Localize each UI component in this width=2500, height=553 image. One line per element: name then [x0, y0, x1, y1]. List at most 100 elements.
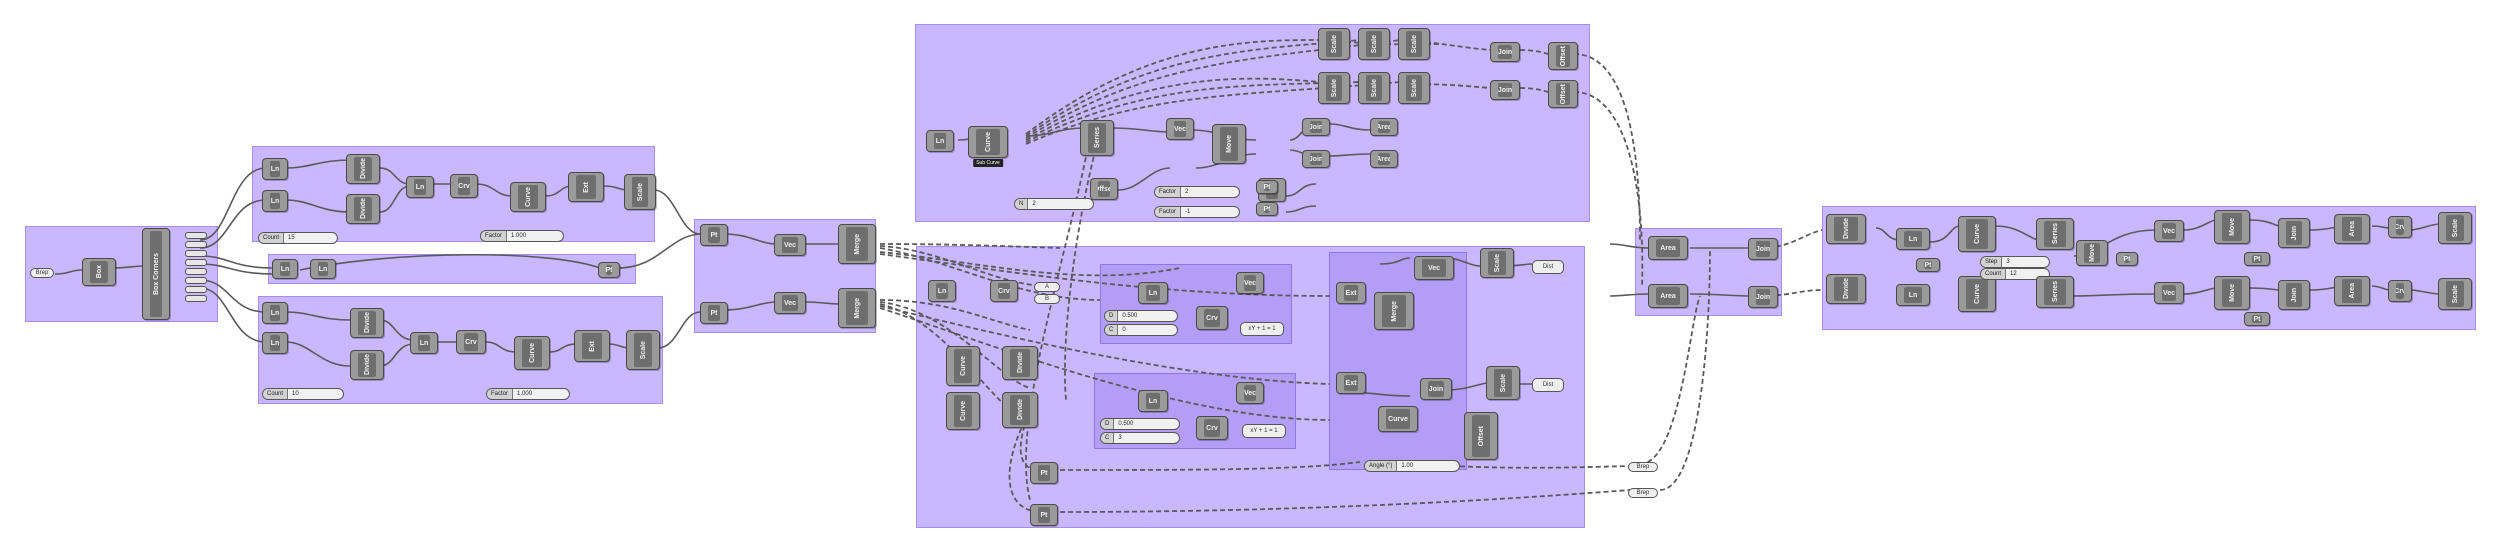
expression-panel[interactable]: xY + 1 = 1	[1240, 322, 1284, 336]
curve-node[interactable]: Curve	[1378, 406, 1418, 432]
join-node[interactable]: Join	[2278, 280, 2310, 310]
divide-node[interactable]: Divide	[1826, 214, 1866, 244]
move-node[interactable]: Move	[2076, 240, 2108, 266]
join-node[interactable]: Join	[1748, 238, 1778, 260]
series-node[interactable]: Series	[1080, 120, 1114, 156]
curve-node[interactable]: Curve	[1958, 216, 1996, 252]
ln-node[interactable]: Ln	[1138, 390, 1168, 412]
group-top-series[interactable]	[915, 24, 1590, 222]
move-node[interactable]: Move	[2214, 210, 2250, 244]
brep-output-tag[interactable]: Brep	[1628, 462, 1658, 472]
ln-node[interactable]: Ln	[272, 259, 298, 279]
brep-output-tag[interactable]: Brep	[1628, 488, 1658, 498]
merge-node[interactable]: Merge	[838, 288, 876, 328]
offset-node[interactable]: Offset	[1464, 412, 1498, 460]
ln-node[interactable]: Ln	[310, 259, 336, 279]
corner-output[interactable]	[185, 295, 207, 302]
ln-node[interactable]: Ln	[262, 190, 288, 212]
scale-node[interactable]: Scale	[1358, 72, 1390, 104]
corner-output[interactable]	[185, 268, 207, 275]
scale-node[interactable]: Scale	[1398, 28, 1430, 60]
area-node[interactable]: Area	[1370, 118, 1398, 136]
expression-panel[interactable]: xY + 1 = 1	[1242, 424, 1286, 438]
join-node[interactable]: Join	[1748, 286, 1778, 308]
brep-input-panel[interactable]: Brep	[30, 268, 54, 278]
ln-node[interactable]: Ln	[262, 302, 288, 324]
corner-output[interactable]	[185, 286, 207, 293]
join-node[interactable]: Join	[1302, 150, 1330, 168]
area-node[interactable]: Area	[1648, 236, 1688, 260]
area-node[interactable]: Area	[2334, 214, 2370, 244]
box-node[interactable]: Box	[82, 258, 116, 286]
divide-node[interactable]: Divide	[346, 154, 380, 184]
vec-node[interactable]: Vec	[1236, 272, 1264, 294]
corner-output[interactable]	[185, 241, 207, 248]
move-node[interactable]: Move	[2214, 276, 2250, 310]
vec-node[interactable]: Vec	[1166, 118, 1194, 140]
scale-node[interactable]: Scale	[2438, 278, 2472, 310]
curve-node[interactable]: Curve	[946, 346, 980, 386]
divide-node[interactable]: Divide	[346, 194, 380, 224]
corner-output[interactable]	[185, 277, 207, 284]
move-node[interactable]: Move	[1212, 124, 1246, 164]
join-node[interactable]: Join	[2278, 218, 2310, 248]
corner-output[interactable]	[185, 232, 207, 239]
scale-node[interactable]: Scale	[1486, 366, 1520, 400]
pt-node[interactable]: Pt	[700, 302, 728, 324]
pt-node[interactable]: Pt	[2116, 252, 2138, 266]
vec-node[interactable]: Vec	[2154, 282, 2184, 304]
crv-node[interactable]: Crv	[456, 330, 486, 354]
scale-node[interactable]: Scale	[1318, 28, 1350, 60]
divide-node[interactable]: Divide	[350, 350, 384, 380]
area-node[interactable]: Area	[1648, 284, 1688, 308]
series-node[interactable]: Series	[2036, 276, 2074, 308]
divide-node[interactable]: Divide	[350, 308, 384, 338]
crv-node[interactable]: Crv	[2388, 280, 2412, 302]
box-corners-node[interactable]: Box Corners	[142, 228, 170, 320]
scale-node[interactable]: Scale	[624, 174, 656, 210]
output-panel-a[interactable]: A	[1034, 282, 1060, 292]
scale-node[interactable]: Scale	[1318, 72, 1350, 104]
pt-node[interactable]: Pt	[1030, 504, 1058, 526]
corner-output[interactable]	[185, 250, 207, 257]
crv-node[interactable]: Crv	[450, 174, 478, 198]
ln-node[interactable]: Ln	[926, 130, 954, 152]
pt-node[interactable]: Pt	[1030, 462, 1058, 484]
curve-node[interactable]: Curve	[1958, 276, 1996, 312]
vec-node[interactable]: Vec	[1236, 382, 1264, 404]
merge-node[interactable]: Merge	[1374, 292, 1414, 330]
offset-node[interactable]: Offset	[1548, 80, 1578, 108]
angle-slider[interactable]: Angle (°)1.00	[1364, 460, 1460, 472]
curve-node[interactable]: Curve	[514, 336, 550, 370]
divide-node[interactable]: Divide	[1002, 392, 1038, 428]
vec-node[interactable]: Vec	[774, 234, 806, 256]
pt-node[interactable]: Pt	[1256, 180, 1278, 194]
pt-node[interactable]: Pt	[1916, 258, 1940, 272]
curve-node[interactable]: Curve	[946, 392, 980, 430]
pt-node[interactable]: Pt	[1256, 202, 1278, 216]
join-node[interactable]: Join	[1420, 378, 1452, 400]
join-node[interactable]: Join	[1490, 80, 1520, 100]
ln-node[interactable]: Ln	[262, 332, 288, 354]
series-node[interactable]: Series	[2036, 218, 2074, 250]
output-panel-b[interactable]: B	[1034, 294, 1060, 304]
ext-node[interactable]: Ext	[574, 330, 610, 362]
ext-node[interactable]: Ext	[1336, 372, 1366, 394]
offset-node[interactable]: Offset	[1090, 178, 1118, 200]
ln-node[interactable]: Ln	[262, 158, 288, 180]
pt-node[interactable]: Pt	[598, 262, 620, 278]
ext-node[interactable]: Ext	[568, 172, 604, 202]
ln-node[interactable]: Ln	[1896, 284, 1930, 306]
vec-node[interactable]: Vec	[774, 292, 806, 314]
crv-node[interactable]: Crv	[1196, 416, 1228, 440]
